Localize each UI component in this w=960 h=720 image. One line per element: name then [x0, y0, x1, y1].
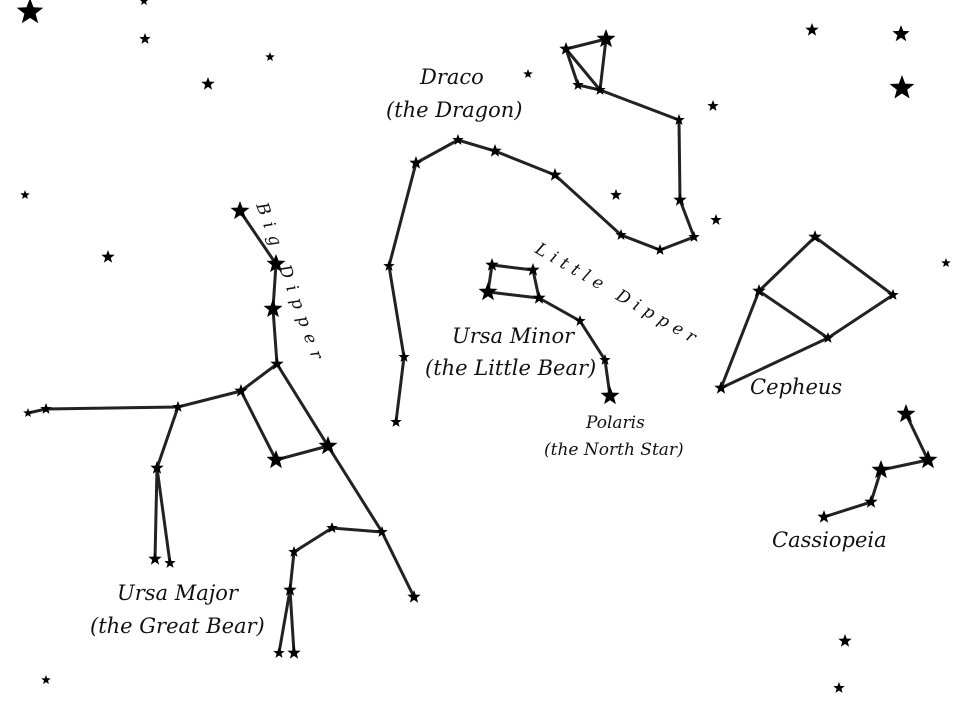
star-icon: [452, 134, 464, 145]
star-icon: [752, 284, 766, 297]
star-icon: [574, 315, 586, 326]
star-icon: [266, 450, 286, 469]
star-icon: [23, 408, 33, 417]
big-dipper-label: Big Dipper: [251, 199, 329, 370]
star-icon: [599, 354, 611, 365]
ursa-major-lines: [26, 389, 243, 415]
star-icon: [526, 263, 540, 276]
star-icon: [234, 384, 248, 397]
star-icon: [164, 557, 176, 568]
star-icon: [808, 230, 822, 243]
cepheus-label: Cepheus: [750, 375, 842, 399]
star-icon: [817, 510, 831, 523]
star-icon: [714, 381, 728, 394]
star-icon: [288, 546, 300, 557]
star-icon: [409, 156, 423, 169]
ursa-major-lines: [277, 526, 384, 655]
star-icon: [532, 291, 546, 304]
star-icon: [230, 201, 250, 220]
star-icon: [673, 114, 685, 125]
star-icon: [172, 401, 184, 412]
ursa-major-lines: [239, 362, 330, 462]
draco-sublabel: (the Dragon): [386, 98, 522, 122]
star-icon: [139, 33, 151, 44]
star-icon: [150, 461, 164, 474]
star-icon: [478, 282, 498, 301]
star-icon: [273, 647, 285, 658]
star-icon: [41, 675, 51, 684]
star-icon: [383, 260, 395, 271]
star-icon: [485, 258, 499, 271]
star-icon: [572, 79, 584, 90]
star-icon: [610, 189, 622, 200]
cassiopeia-label: Cassiopeia: [772, 528, 887, 552]
star-icon: [822, 332, 834, 343]
star-icon: [892, 25, 910, 42]
star-icon: [407, 590, 421, 603]
star-icon: [376, 526, 388, 537]
star-icon: [139, 0, 149, 5]
star-icon: [265, 52, 275, 61]
star-icon: [287, 646, 301, 659]
star-icon: [390, 416, 402, 427]
star-icon: [887, 289, 899, 300]
star-icon: [654, 244, 666, 255]
star-icon: [488, 144, 502, 157]
cepheus-lines: [757, 289, 830, 340]
polaris-sublabel: (the North Star): [544, 440, 684, 460]
star-icon: [263, 299, 283, 318]
star-icon: [833, 682, 845, 693]
star-icon: [896, 404, 916, 423]
star-icon: [594, 84, 606, 95]
cassiopeia-lines: [822, 412, 931, 519]
star-icon: [673, 193, 687, 206]
ursa-major-lines: [155, 466, 172, 565]
star-icon: [266, 254, 286, 273]
star-icon: [600, 386, 620, 405]
ursa-minor-label: Ursa Minor: [452, 324, 576, 348]
star-icon: [148, 552, 162, 565]
cepheus-lines: [719, 235, 896, 390]
star-icon: [710, 214, 722, 225]
draco-lines: [387, 37, 696, 424]
star-icon: [548, 168, 562, 181]
star-icon: [523, 69, 533, 78]
ursa-major-lines: [288, 588, 296, 655]
ursa-major-lines: [326, 444, 416, 599]
star-icon: [838, 634, 852, 647]
ursa-major-sublabel: (the Great Bear): [90, 614, 265, 638]
star-icon: [559, 42, 573, 55]
ursa-minor-lines: [537, 296, 612, 398]
star-icon: [398, 351, 410, 362]
star-icon: [864, 495, 878, 508]
star-icon: [918, 450, 938, 469]
star-icon: [270, 357, 284, 370]
star-icon: [805, 23, 819, 36]
star-icon: [201, 77, 215, 90]
star-icon: [871, 460, 891, 479]
star-icon: [615, 229, 627, 240]
star-icon: [941, 258, 951, 267]
star-icon: [318, 436, 338, 455]
star-icon: [707, 100, 719, 111]
draco-label: Draco: [419, 65, 484, 89]
star-icon: [326, 522, 338, 533]
ursa-minor-sublabel: (the Little Bear): [425, 356, 596, 380]
star-icon: [101, 250, 115, 263]
star-icon: [688, 231, 700, 242]
star-icon: [889, 75, 915, 99]
star-icon: [16, 0, 44, 24]
star-icon: [596, 29, 616, 48]
polaris-label: Polaris: [585, 413, 645, 433]
stars: [16, 0, 951, 693]
star-icon: [283, 583, 297, 596]
star-icon: [40, 403, 52, 414]
ursa-major-label: Ursa Major: [117, 581, 240, 605]
star-icon: [20, 190, 30, 199]
